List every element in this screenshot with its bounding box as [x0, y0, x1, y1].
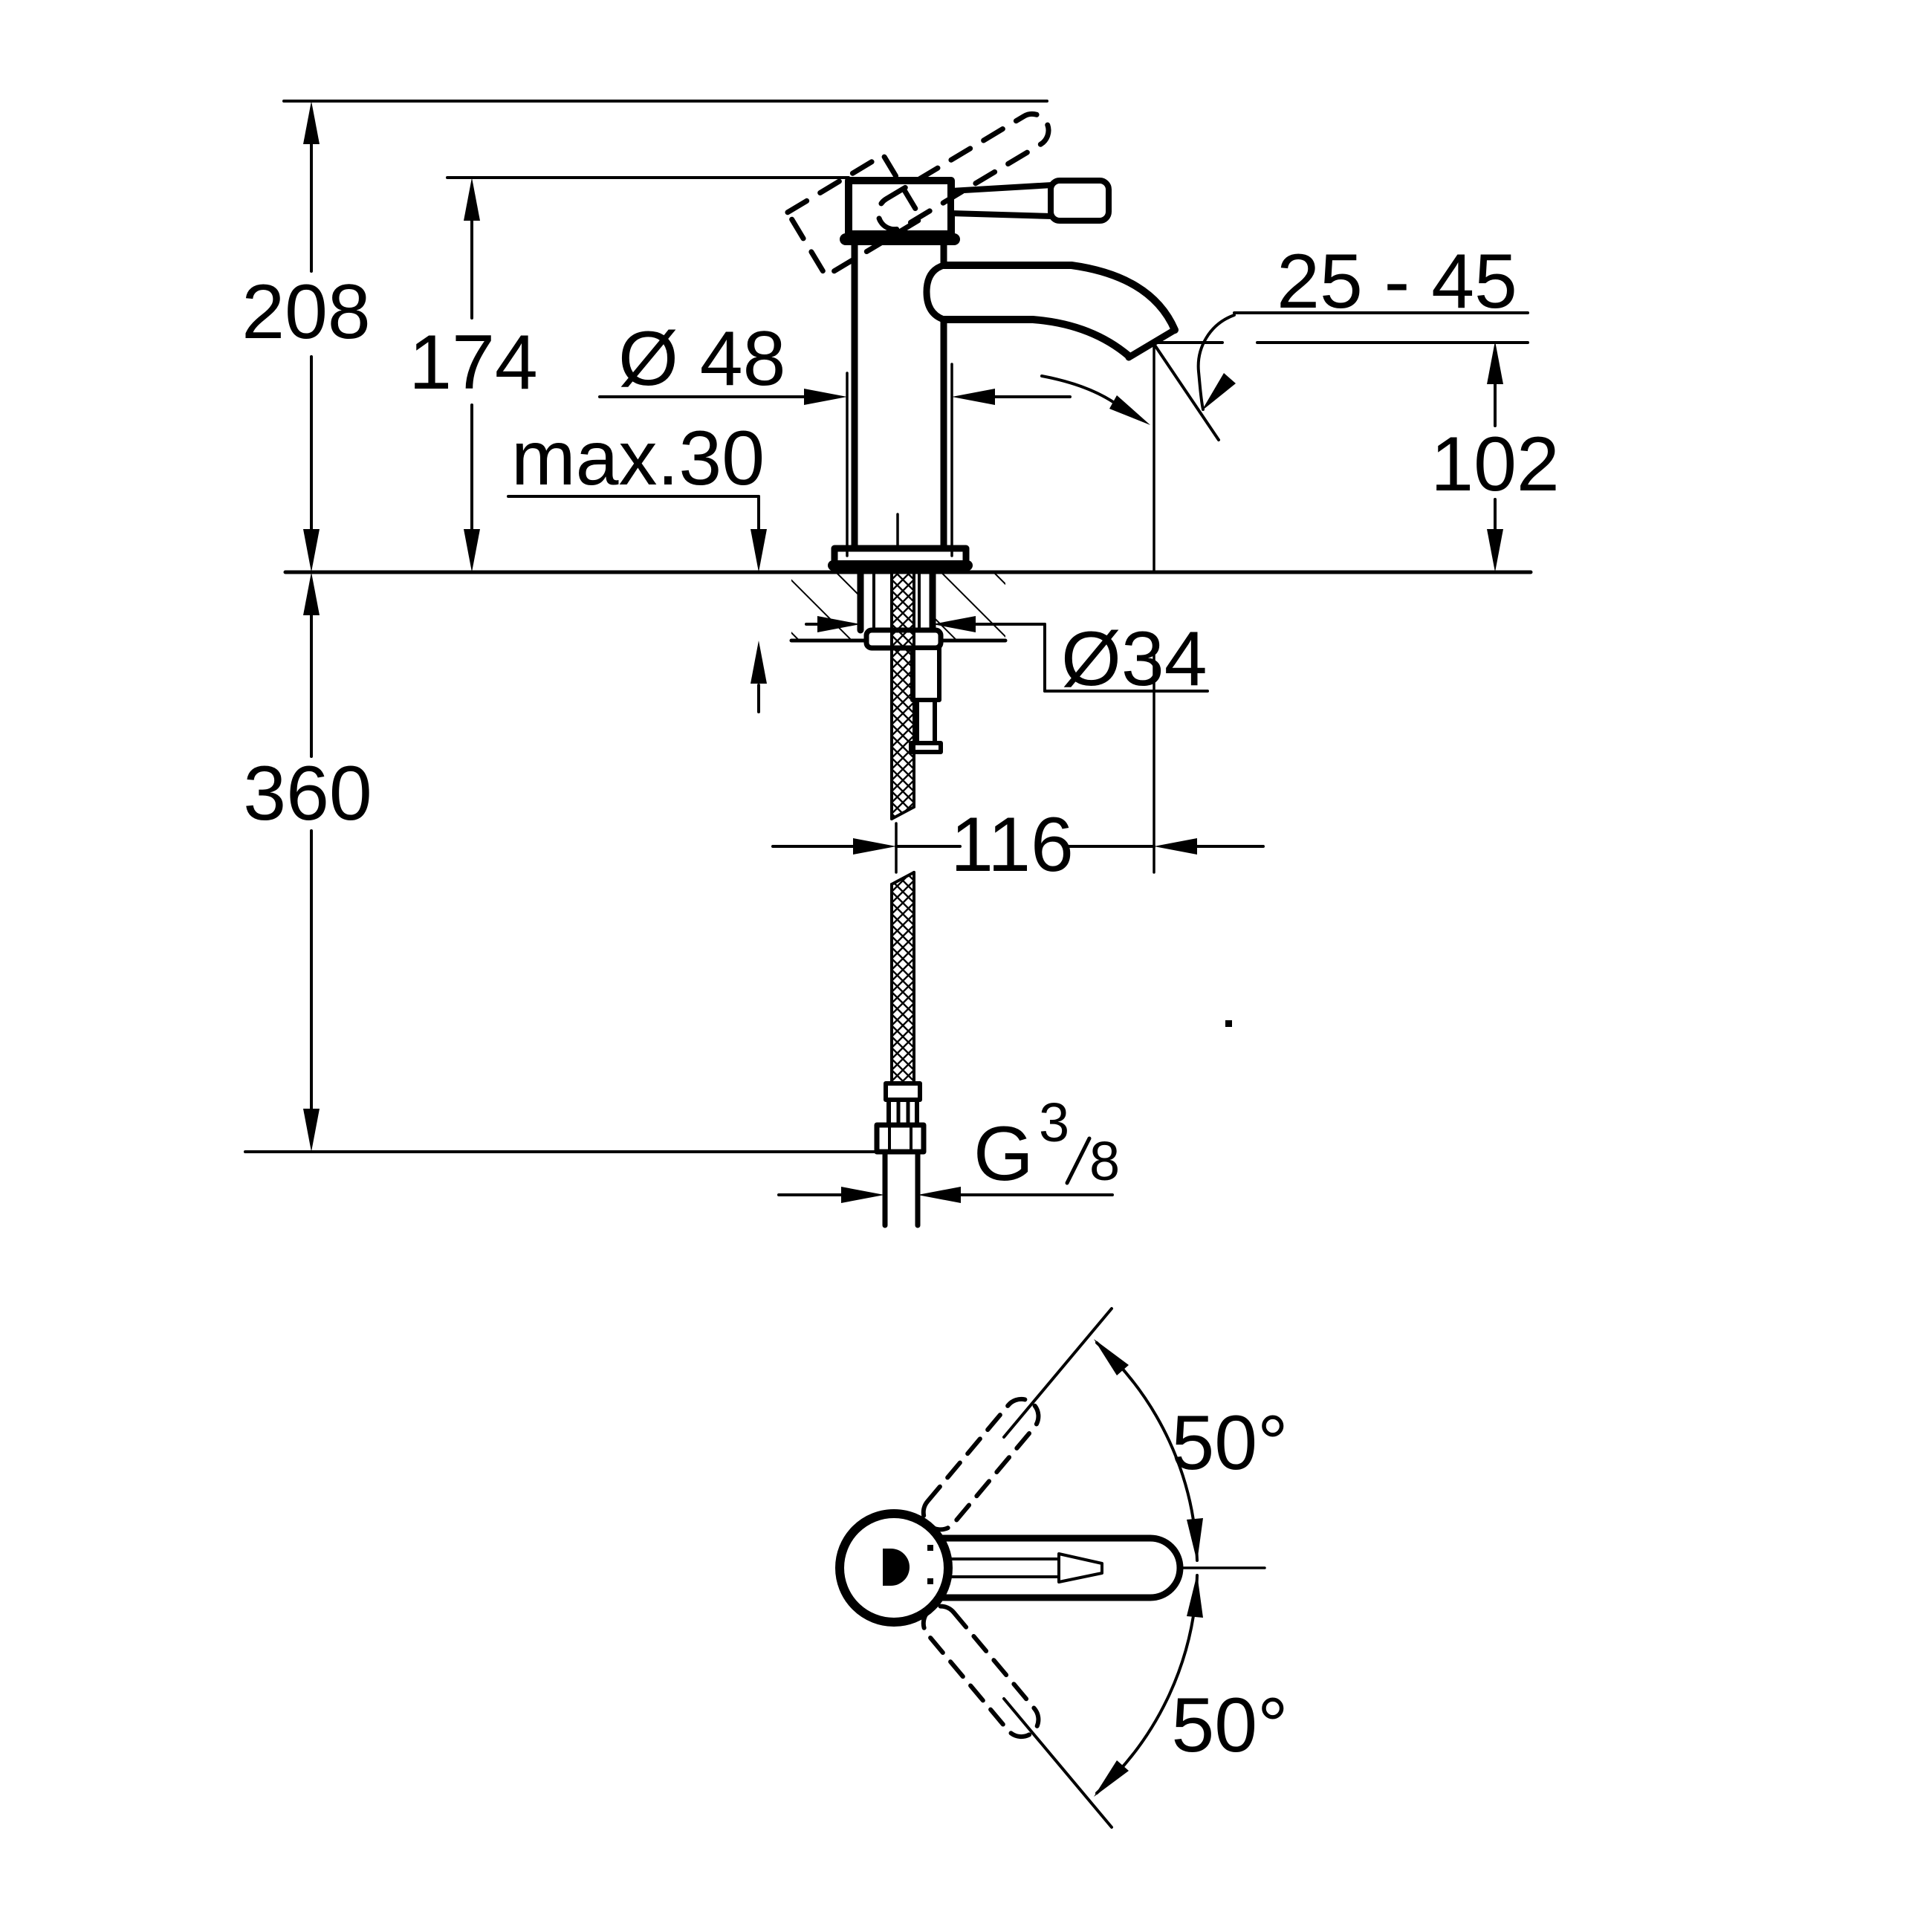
swivel-angle-lower-label: 50°	[1171, 1682, 1288, 1769]
mounting-stud-lower	[915, 698, 937, 747]
dim-total-height-label: 208	[242, 269, 371, 355]
mounting-stud-upper	[910, 646, 941, 702]
dim-base-diameter: Ø 48	[598, 316, 1072, 557]
dim-thread-numerator: 3	[1039, 1092, 1069, 1153]
handle-lever-inner	[945, 1552, 1103, 1583]
dim-base-diameter-label: Ø 48	[618, 316, 785, 402]
dim-spray-angle-label: 25 - 45	[1277, 239, 1517, 325]
handle-swivel-dashed	[921, 1396, 1041, 1740]
supply-hose	[874, 561, 927, 1228]
print-dot	[1225, 1020, 1232, 1027]
counter-section-hatch	[789, 574, 1008, 643]
dim-spout-height: 102	[1430, 341, 1560, 572]
fraction-slash	[1065, 1136, 1092, 1185]
dim-thread-denominator: 8	[1089, 1130, 1120, 1192]
bottom-view: 50° 50°	[835, 1307, 1288, 1829]
hinge-pin-dot-upper	[927, 1545, 933, 1551]
spout-top-outline	[940, 262, 1179, 334]
dim-below-deck: 360	[243, 572, 372, 1152]
dim-hole-diameter: Ø34	[805, 616, 1209, 702]
spout-mouth	[1125, 326, 1179, 361]
dim-body-height: 174	[409, 178, 538, 572]
stream-direction-line	[1153, 343, 1220, 441]
dim-max-thickness: max.30	[507, 415, 767, 713]
dim-total-height: 208	[242, 101, 371, 572]
dim-max-thickness-label: max.30	[511, 415, 765, 502]
swivel-angle-upper: 50°	[1002, 1307, 1288, 1562]
hose-nut	[874, 1122, 927, 1155]
dim-thread: G 3 8	[777, 1092, 1120, 1203]
spout-body-fillet	[923, 262, 947, 323]
dim-below-deck-label: 360	[243, 751, 372, 837]
hose-ferrule	[884, 1081, 922, 1102]
dim-spout-height-label: 102	[1430, 421, 1560, 508]
cartridge-slot	[883, 1549, 910, 1586]
dim-hole-diameter-label: Ø34	[1061, 616, 1208, 702]
swivel-angle-lower: 50°	[1002, 1574, 1288, 1829]
lever-handle	[948, 178, 1112, 224]
spout-bottom-outline	[940, 316, 1132, 360]
dim-body-height-label: 174	[409, 320, 538, 406]
side-view: 208 174 360 Ø 48	[242, 100, 1560, 1228]
hose-connector-tube	[882, 1149, 921, 1228]
dim-thread-letter: G	[973, 1111, 1034, 1197]
dim-spray-angle: 25 - 45	[1040, 239, 1529, 441]
swivel-angle-upper-label: 50°	[1171, 1400, 1288, 1486]
dim-spout-reach-label: 116	[950, 802, 1074, 888]
dim-spout-reach: 116	[771, 343, 1265, 888]
hinge-pin-dot-lower	[927, 1578, 933, 1584]
hose-thread-section	[886, 1098, 919, 1127]
handle-raised-dashed	[785, 111, 1051, 279]
